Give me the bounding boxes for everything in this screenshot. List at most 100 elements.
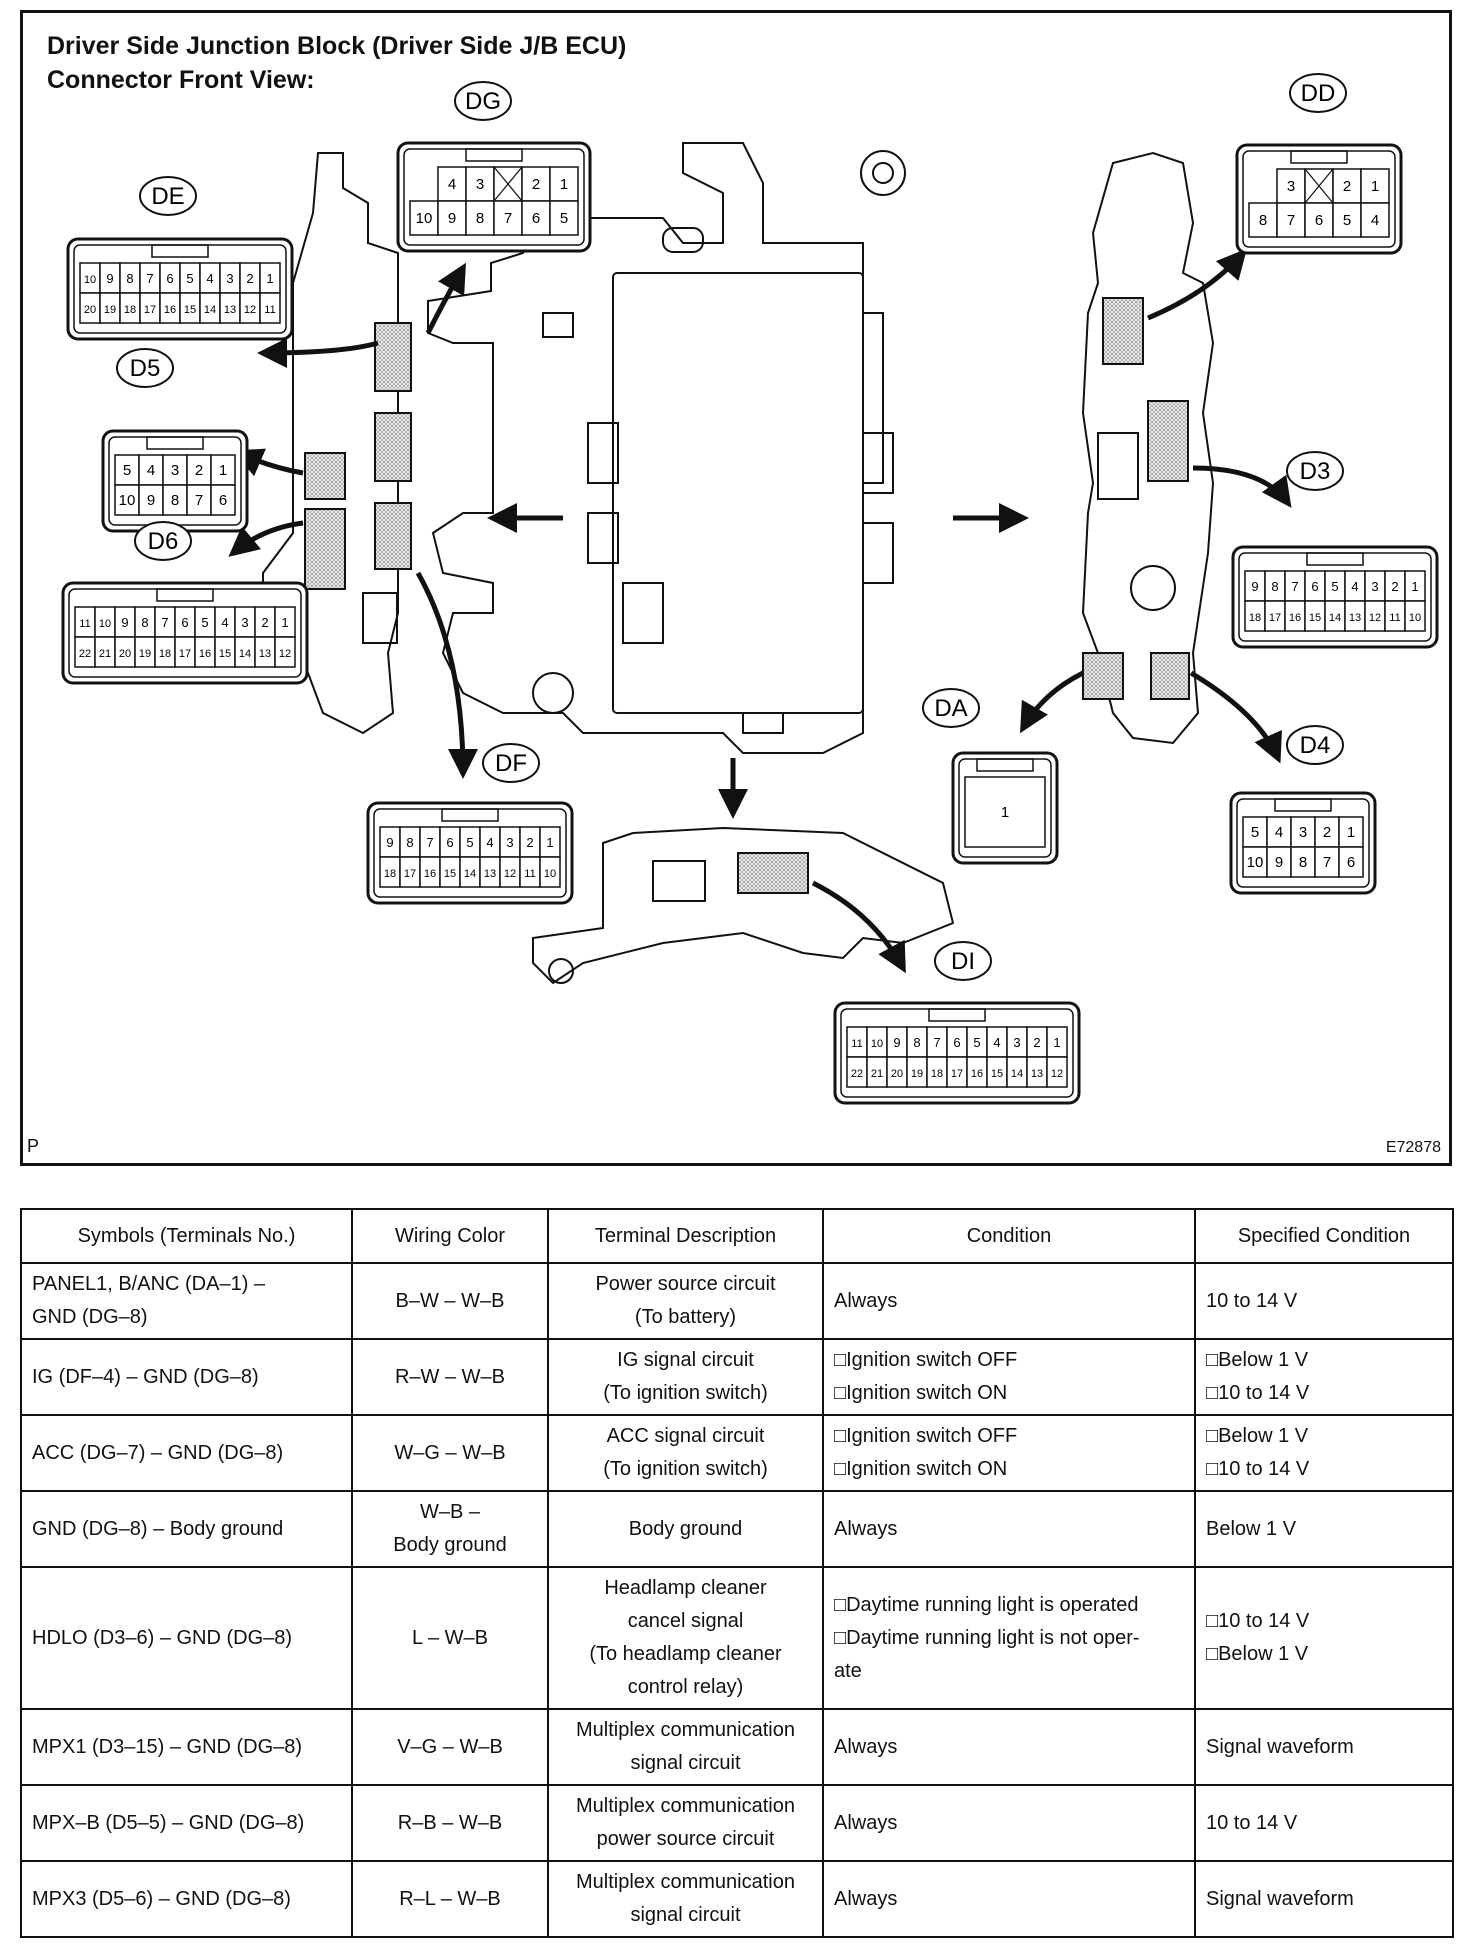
cell-line: V–G – W–B	[397, 1735, 503, 1758]
cell-wiring-color: L – W–B	[351, 1566, 549, 1710]
terminal-number: 4	[221, 615, 228, 630]
cell-symbol: MPX1 (D3–15) – GND (DG–8)	[20, 1708, 353, 1786]
terminal-number: 7	[1287, 212, 1295, 229]
terminal-number: 6	[1315, 212, 1323, 229]
terminal-number: 11	[524, 868, 535, 880]
terminal-number: 4	[1351, 579, 1358, 594]
terminal-number: 4	[1371, 212, 1379, 229]
terminal-number: 5	[560, 210, 568, 227]
cell-specified-condition: □Below 1 V□10 to 14 V	[1194, 1414, 1454, 1492]
terminal-number: 2	[532, 176, 540, 193]
terminal-number: 10	[871, 1038, 883, 1050]
terminal-number: 18	[931, 1068, 943, 1080]
terminal-number: 12	[1369, 612, 1381, 624]
cell-wiring-color: R–B – W–B	[351, 1784, 549, 1862]
connector-latch	[441, 808, 499, 822]
cell-line: Below 1 V	[1206, 1517, 1297, 1540]
cell-line: □Daytime running light is not oper-	[834, 1626, 1140, 1649]
cell-line: signal circuit	[630, 1752, 741, 1774]
terminal-number: 8	[476, 210, 484, 227]
terminal-number: 6	[219, 492, 227, 509]
terminal-number: 2	[195, 462, 203, 479]
terminal-number: 18	[124, 304, 136, 316]
terminal-number: 8	[1299, 854, 1307, 871]
terminal-number: 11	[851, 1038, 862, 1050]
cell-line: □Ignition switch ON	[834, 1382, 1008, 1404]
terminal-cell	[1242, 846, 1268, 878]
terminal-number: 10	[99, 618, 111, 630]
cell-line: 10 to 14 V	[1206, 1289, 1298, 1312]
cell-symbol: PANEL1, B/ANC (DA–1) –GND (DG–8)	[20, 1262, 353, 1340]
cell-line: B–W – W–B	[395, 1289, 505, 1312]
terminal-number: 11	[264, 304, 275, 316]
cell-line: ACC signal circuit	[606, 1425, 765, 1447]
terminal-number: 7	[161, 615, 168, 630]
connector-label-ring	[139, 176, 197, 216]
cell-line: Multiplex communication	[576, 1795, 795, 1817]
terminal-number: 20	[891, 1068, 903, 1080]
terminal-number: 4	[993, 1035, 1000, 1050]
terminal-cell	[465, 166, 495, 202]
cell-line: Always	[834, 1517, 898, 1540]
terminal-number: 16	[199, 648, 211, 660]
pointer-arrows	[228, 248, 1292, 974]
terminal-number: 6	[181, 615, 188, 630]
terminal-number: 6	[166, 271, 173, 286]
terminal-number: 20	[84, 304, 96, 316]
header-condition: Condition	[822, 1208, 1196, 1264]
cell-line: □10 to 14 V	[1206, 1458, 1310, 1480]
table-row: PANEL1, B/ANC (DA–1) –GND (DG–8) B–W – W–…	[20, 1262, 1454, 1340]
terminal-number: 15	[184, 304, 196, 316]
cell-condition: Always	[822, 1784, 1196, 1862]
terminal-number: 9	[386, 835, 393, 850]
cell-terminal-description: IG signal circuit(To ignition switch)	[547, 1338, 824, 1416]
terminal-number: 4	[147, 462, 155, 479]
connector-label: DD	[1301, 80, 1336, 107]
cell-line: Always	[834, 1811, 898, 1834]
connector-label: D3	[1300, 458, 1331, 485]
figure-title: Driver Side Junction Block (Driver Side …	[47, 29, 626, 97]
terminal-cell	[1338, 846, 1364, 878]
cell-wiring-color: B–W – W–B	[351, 1262, 549, 1340]
terminal-number: 17	[951, 1068, 963, 1080]
figure-title-line1: Driver Side Junction Block (Driver Side …	[47, 32, 627, 60]
terminal-number: 1	[1001, 804, 1009, 821]
terminal-number: 14	[239, 648, 251, 660]
cell-line: □Ignition switch OFF	[834, 1425, 1018, 1447]
terminal-cell	[1304, 202, 1334, 238]
terminal-number: 8	[1259, 212, 1267, 229]
header-symbols: Symbols (Terminals No.)	[20, 1208, 353, 1264]
header-specified-condition: Specified Condition	[1194, 1208, 1454, 1264]
terminal-number: 19	[911, 1068, 923, 1080]
terminal-number: 8	[126, 271, 133, 286]
terminal-cell	[1314, 846, 1340, 878]
cell-condition: Always	[822, 1860, 1196, 1938]
terminal-number: 7	[195, 492, 203, 509]
terminal-number: 10	[84, 274, 96, 286]
terminal-number: 22	[851, 1068, 863, 1080]
terminal-number: 5	[123, 462, 131, 479]
terminal-cell	[259, 292, 281, 324]
terminal-number: 19	[104, 304, 116, 316]
cell-line: □Ignition switch ON	[834, 1458, 1008, 1480]
cell-specified-condition: Below 1 V	[1194, 1490, 1454, 1568]
terminal-number: 15	[444, 868, 456, 880]
terminal-number: 9	[147, 492, 155, 509]
terminal-number: 3	[1299, 824, 1307, 841]
connector-label: DI	[951, 948, 975, 975]
terminal-cell	[964, 776, 1046, 848]
terminal-number: 1	[1371, 178, 1379, 195]
cell-line: Power source circuit	[595, 1273, 776, 1295]
cell-line: control relay)	[627, 1676, 744, 1698]
cell-symbol: HDLO (D3–6) – GND (DG–8)	[20, 1566, 353, 1710]
cell-specified-condition: □Below 1 V□10 to 14 V	[1194, 1338, 1454, 1416]
cell-line: R–L – W–B	[399, 1887, 501, 1910]
connector-label-ring	[922, 688, 980, 728]
cell-terminal-description: Power source circuit(To battery)	[547, 1262, 824, 1340]
terminal-number: 2	[246, 271, 253, 286]
